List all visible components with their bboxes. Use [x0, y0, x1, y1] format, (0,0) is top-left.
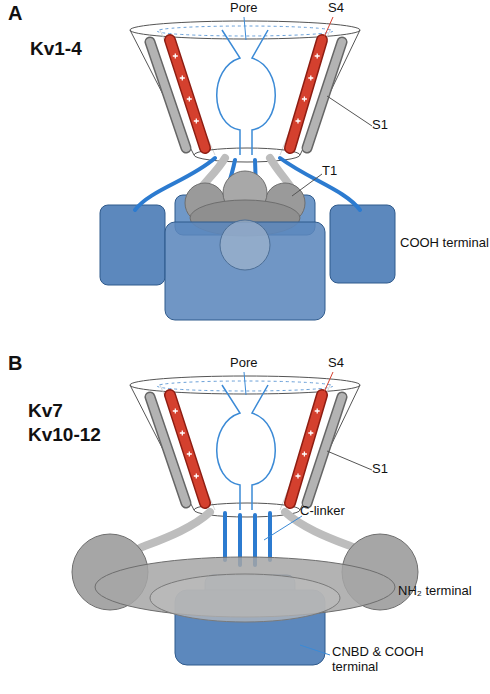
- part-label: NH₂ terminal: [398, 584, 472, 599]
- leader-line: [244, 17, 246, 40]
- part-label: S1: [372, 118, 388, 133]
- panel-letter: A: [8, 2, 22, 25]
- panel-letter: B: [8, 352, 22, 375]
- nh2-domain: [150, 574, 340, 622]
- leader-line: [321, 372, 333, 399]
- part-label: S1: [372, 462, 388, 477]
- t1-subunit: [220, 220, 270, 270]
- leader-line: [327, 96, 372, 126]
- leader-line: [300, 645, 330, 655]
- part-label: Pore: [230, 1, 257, 16]
- part-label: C-linker: [300, 504, 345, 519]
- channel-name: Kv7: [28, 400, 63, 422]
- part-label: Pore: [230, 356, 257, 371]
- part-label: T1: [322, 164, 337, 179]
- part-label: S4: [328, 1, 344, 16]
- cooh-domain: [100, 205, 165, 285]
- leader-line: [244, 372, 246, 395]
- leader-line: [292, 174, 322, 196]
- leader-line: [264, 516, 302, 540]
- leader-line: [327, 451, 372, 470]
- part-label: S4: [328, 356, 344, 371]
- cooh-domain: [330, 205, 395, 283]
- leader-line: [321, 17, 333, 44]
- part-label: COOH terminal: [400, 236, 489, 251]
- transmembrane-cone: [130, 21, 360, 162]
- transmembrane-cone: [130, 376, 360, 517]
- channel-name: Kv1-4: [30, 38, 82, 60]
- part-label: CNBD & COOH terminal: [332, 645, 424, 675]
- channel-name: Kv10-12: [28, 424, 101, 446]
